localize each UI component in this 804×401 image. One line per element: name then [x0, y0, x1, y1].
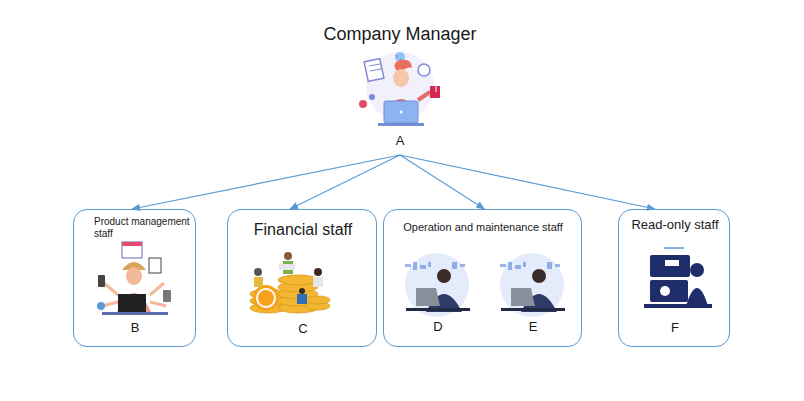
multitask-worker-illustration	[97, 242, 171, 315]
connector-arrow	[400, 155, 484, 209]
node-title: Financial staff	[233, 221, 373, 239]
finance-coins-illustration	[250, 252, 330, 313]
node-title: Company Manager	[302, 24, 498, 45]
node-title: Product management staff	[94, 216, 190, 239]
connector-arrow	[132, 155, 400, 209]
staff-box: Product management staffB	[73, 209, 196, 347]
readonly-worker-illustration	[644, 248, 712, 308]
staff-box: Financial staffC	[227, 209, 377, 347]
staff-box: Operation and maintenance staffD E	[383, 209, 582, 347]
node-letter: A	[380, 134, 420, 149]
node-letter: E	[513, 320, 553, 335]
node-letter: F	[655, 321, 695, 336]
connector-arrow	[400, 155, 655, 209]
staff-box: Read-only staffF	[618, 209, 730, 347]
manager-node: Company ManagerA	[300, 20, 500, 155]
node-letter: B	[115, 321, 155, 336]
node-title: Operation and maintenance staff	[388, 221, 578, 234]
node-title: Read-only staff	[622, 218, 728, 233]
ops-worker-illustration	[405, 253, 565, 317]
connector-arrow	[290, 155, 400, 209]
node-letter: D	[418, 320, 458, 335]
manager-illustration	[359, 52, 440, 126]
node-letter: C	[283, 322, 323, 337]
